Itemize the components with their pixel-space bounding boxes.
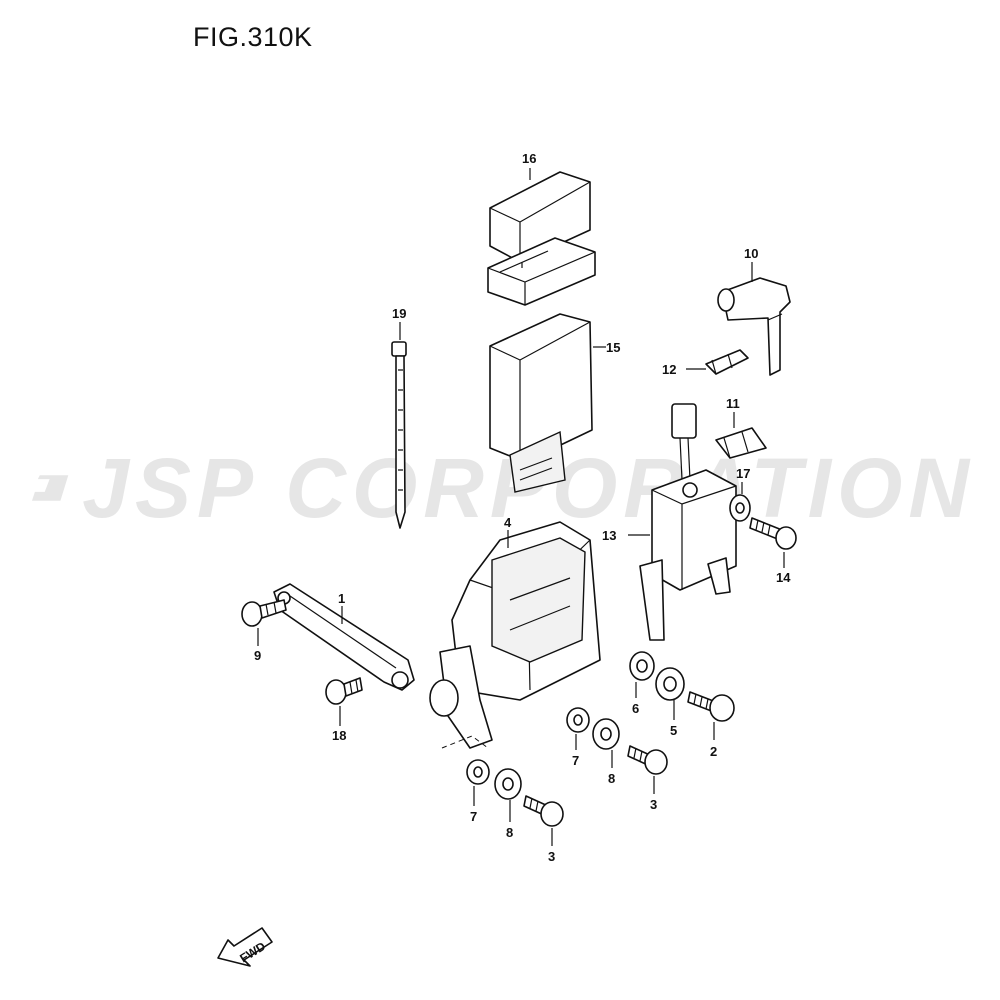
part-9-bolt[interactable] xyxy=(241,599,287,627)
callout-14: 14 xyxy=(776,570,791,585)
part-6-collar[interactable] xyxy=(629,651,655,681)
part-7-collar-lower[interactable] xyxy=(466,759,490,785)
part-11-clamp[interactable] xyxy=(715,427,767,459)
callout-4: 4 xyxy=(504,515,512,530)
callout-5: 5 xyxy=(670,723,677,738)
part-1-bracket-arm[interactable] xyxy=(273,583,415,691)
callout-9: 9 xyxy=(254,648,261,663)
part-13-ignition-coil[interactable] xyxy=(639,403,737,641)
callout-8-lower: 8 xyxy=(506,825,513,840)
callout-10: 10 xyxy=(744,246,758,261)
callout-1: 1 xyxy=(338,591,345,606)
callout-13: 13 xyxy=(602,528,616,543)
part-5-grommet[interactable] xyxy=(655,667,685,701)
part-15-ecm-unit[interactable] xyxy=(489,313,593,493)
callout-16: 16 xyxy=(522,151,536,166)
part-3-bolt-upper[interactable] xyxy=(627,745,668,775)
callout-3-lower: 3 xyxy=(548,849,555,864)
callout-17: 17 xyxy=(736,466,750,481)
part-4-ecu-tray[interactable] xyxy=(429,521,601,749)
part-19-cable-tie[interactable] xyxy=(391,341,407,529)
callout-11: 11 xyxy=(726,396,740,411)
callout-12: 12 xyxy=(662,362,676,377)
callout-3-upper: 3 xyxy=(650,797,657,812)
part-17-washer[interactable] xyxy=(729,494,751,522)
callout-8-upper: 8 xyxy=(608,771,615,786)
part-14-bolt[interactable] xyxy=(749,517,797,550)
part-12-clamp[interactable] xyxy=(705,349,749,375)
part-3-bolt-lower[interactable] xyxy=(523,795,564,827)
part-18-bolt[interactable] xyxy=(325,677,363,705)
callout-2: 2 xyxy=(710,744,717,759)
part-7-collar-upper[interactable] xyxy=(566,707,590,733)
callout-7-upper: 7 xyxy=(572,753,579,768)
fwd-arrow-icon: FWD xyxy=(217,927,273,967)
part-8-grommet-lower[interactable] xyxy=(494,768,522,800)
part-2-bolt[interactable] xyxy=(687,691,735,722)
part-8-grommet-upper[interactable] xyxy=(592,718,620,750)
callout-18: 18 xyxy=(332,728,346,743)
part-10-plug-cap[interactable] xyxy=(717,277,791,376)
callout-7-lower: 7 xyxy=(470,809,477,824)
callout-6: 6 xyxy=(632,701,639,716)
figure-title: FIG.310K xyxy=(193,22,313,52)
callout-15: 15 xyxy=(606,340,620,355)
callout-19: 19 xyxy=(392,306,406,321)
part-16-ecm-cover[interactable] xyxy=(487,171,596,306)
